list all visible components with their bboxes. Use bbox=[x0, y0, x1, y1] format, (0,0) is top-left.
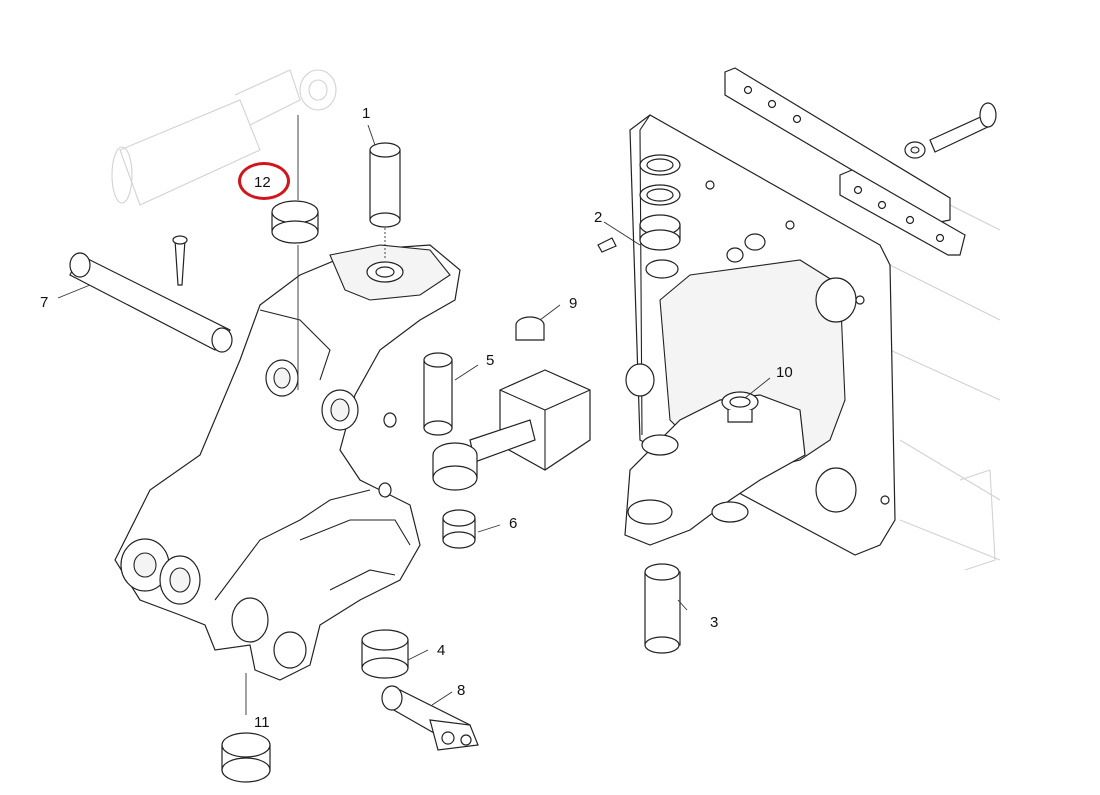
bushing-10 bbox=[721, 391, 759, 423]
callout-1: 1 bbox=[362, 105, 371, 122]
bushing-11 bbox=[221, 732, 271, 783]
bolt bbox=[904, 102, 997, 159]
pin-8 bbox=[381, 685, 479, 751]
callout-3: 3 bbox=[710, 614, 719, 631]
top-bracket-plates bbox=[724, 67, 966, 256]
callout-5: 5 bbox=[486, 352, 495, 369]
bushing-4 bbox=[361, 629, 409, 679]
callout-7: 7 bbox=[40, 294, 49, 311]
swing-bracket bbox=[114, 244, 461, 681]
hinge-plate bbox=[624, 394, 806, 546]
callout-8: 8 bbox=[457, 682, 466, 699]
pin-1 bbox=[369, 142, 401, 260]
pin-7 bbox=[69, 235, 233, 353]
bushing-6 bbox=[442, 509, 476, 549]
collar bbox=[432, 442, 478, 491]
callout-6: 6 bbox=[509, 515, 518, 532]
pin-3 bbox=[644, 563, 681, 654]
callout-4: 4 bbox=[437, 642, 446, 659]
bushing-stack bbox=[597, 154, 766, 263]
background-cylinder bbox=[111, 69, 337, 206]
pin-5 bbox=[423, 352, 453, 436]
highlight-circle bbox=[238, 162, 290, 200]
bushing-12 bbox=[271, 115, 319, 390]
pivot-block bbox=[469, 316, 591, 471]
callout-9: 9 bbox=[569, 295, 578, 312]
callout-2: 2 bbox=[594, 209, 603, 226]
leader-lines bbox=[57, 124, 771, 715]
callout-10: 10 bbox=[776, 364, 793, 381]
callout-11: 11 bbox=[254, 714, 270, 731]
